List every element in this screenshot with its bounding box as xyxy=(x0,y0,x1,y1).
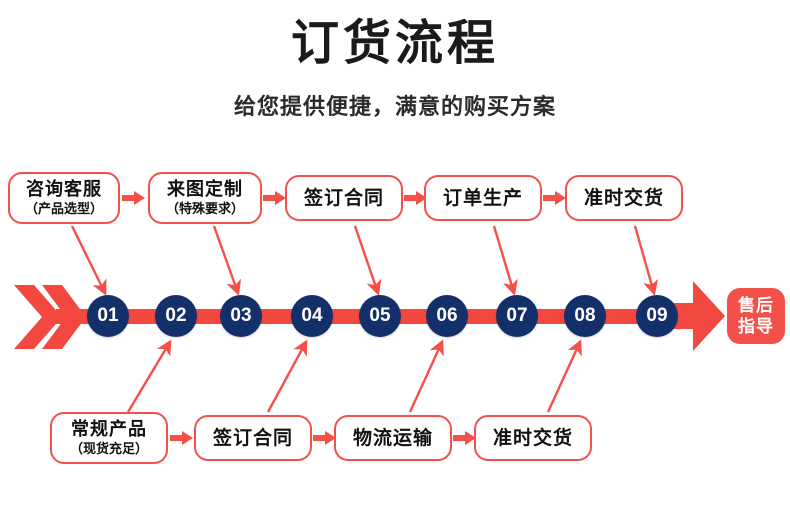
top-step-2-label: 来图定制 xyxy=(167,179,243,199)
top-arrow-2-3 xyxy=(263,191,286,205)
timeline-node-04-label: 04 xyxy=(301,305,323,326)
timeline-node-03-label: 03 xyxy=(230,305,252,326)
bottom-step-4-label: 准时交货 xyxy=(492,427,573,449)
bottom-step-1-sublabel: （现货充足） xyxy=(69,441,148,456)
top-step-3-label: 签订合同 xyxy=(303,187,384,209)
top-arrow-3-4 xyxy=(404,191,427,205)
chevron-double-icon xyxy=(14,285,86,349)
bottom-arrow-2-3 xyxy=(313,431,336,445)
top-step-2[interactable]: 来图定制 （特殊要求） xyxy=(148,172,262,224)
bottom-step-2-label: 签订合同 xyxy=(212,427,293,449)
timeline-node-02[interactable]: 02 xyxy=(155,295,197,337)
timeline-node-05[interactable]: 05 xyxy=(359,295,401,337)
timeline-node-07[interactable]: 07 xyxy=(496,295,538,337)
bottom-step-3[interactable]: 物流运输 xyxy=(334,415,452,461)
top-step-5[interactable]: 准时交货 xyxy=(565,175,683,221)
top-step-2-sublabel: （特殊要求） xyxy=(165,201,244,216)
after-sales-badge-line1: 售后 xyxy=(738,296,774,315)
after-sales-badge[interactable]: 售后 指导 xyxy=(727,288,785,344)
top-arrow-1-2 xyxy=(122,191,145,205)
timeline-node-03[interactable]: 03 xyxy=(220,295,262,337)
top-step-1[interactable]: 咨询客服 （产品选型） xyxy=(8,172,120,224)
bottom-step-3-label: 物流运输 xyxy=(352,427,433,449)
timeline-node-09[interactable]: 09 xyxy=(636,295,678,337)
bottom-arrow-3-4 xyxy=(453,431,476,445)
top-step-3[interactable]: 签订合同 xyxy=(285,175,403,221)
timeline-node-09-label: 09 xyxy=(646,305,668,326)
timeline-node-01-label: 01 xyxy=(97,305,119,326)
bottom-step-4[interactable]: 准时交货 xyxy=(474,415,592,461)
timeline-node-01[interactable]: 01 xyxy=(87,295,129,337)
top-step-4[interactable]: 订单生产 xyxy=(424,175,542,221)
top-arrow-4-5 xyxy=(543,191,566,205)
bottom-step-2[interactable]: 签订合同 xyxy=(194,415,312,461)
timeline-node-05-label: 05 xyxy=(369,305,391,326)
timeline-node-08[interactable]: 08 xyxy=(564,295,606,337)
bottom-step-1[interactable]: 常规产品 （现货充足） xyxy=(50,412,168,464)
timeline-node-04[interactable]: 04 xyxy=(291,295,333,337)
top-step-1-sublabel: （产品选型） xyxy=(24,201,103,216)
top-step-1-label: 咨询客服 xyxy=(26,179,102,199)
bottom-arrow-1-2 xyxy=(170,431,193,445)
timeline-node-07-label: 07 xyxy=(506,305,528,326)
top-step-5-label: 准时交货 xyxy=(583,187,664,209)
bottom-step-1-label: 常规产品 xyxy=(71,419,147,439)
timeline-node-06[interactable]: 06 xyxy=(426,295,468,337)
timeline-node-06-label: 06 xyxy=(436,305,458,326)
top-step-4-label: 订单生产 xyxy=(442,187,523,209)
page-subtitle: 给您提供便捷，满意的购买方案 xyxy=(233,94,556,119)
page-title: 订货流程 xyxy=(290,17,499,70)
after-sales-badge-line2: 指导 xyxy=(738,317,774,336)
timeline-node-08-label: 08 xyxy=(574,305,596,326)
timeline-node-02-label: 02 xyxy=(165,305,187,326)
timeline-end-arrowhead xyxy=(663,281,725,351)
